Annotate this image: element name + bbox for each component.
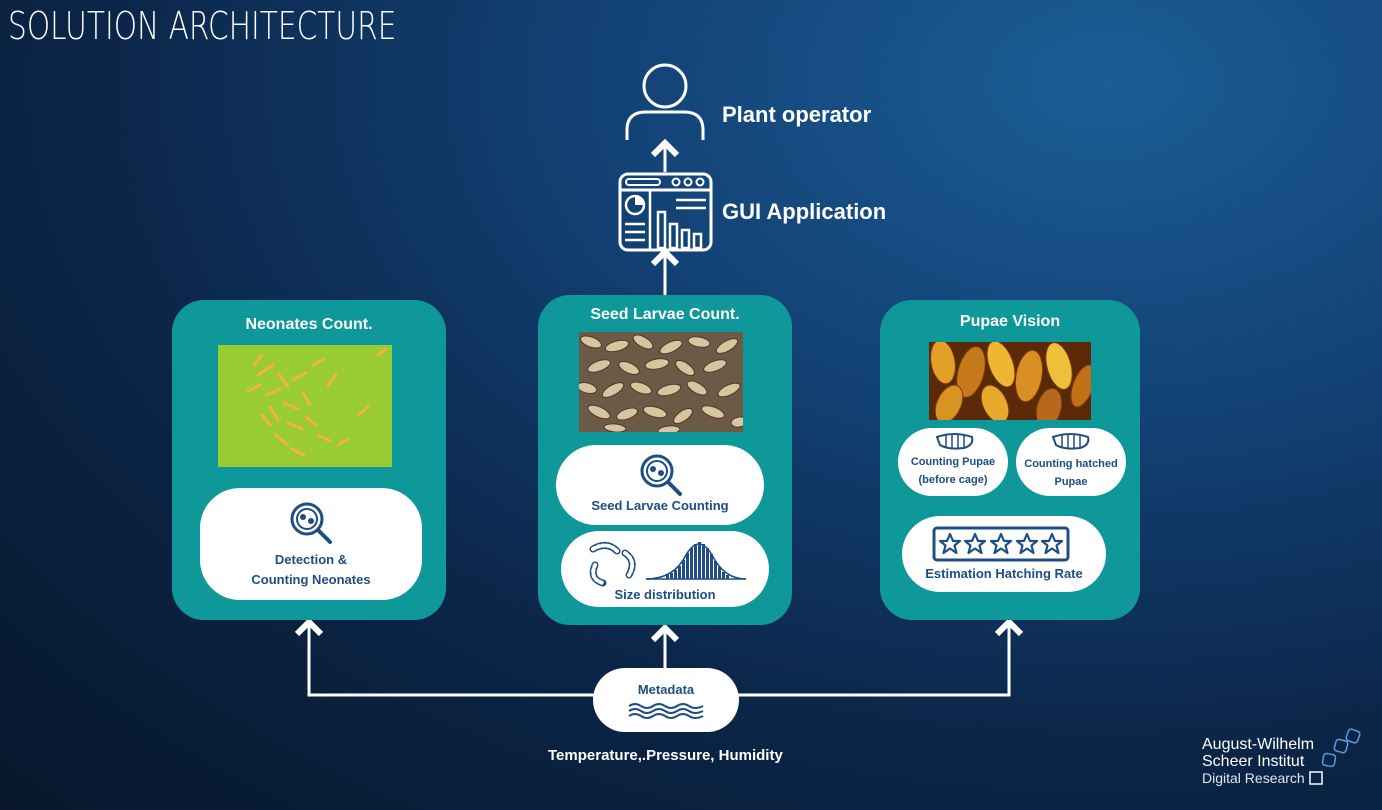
seed-larvae-photo [579, 332, 743, 432]
user-icon [624, 62, 706, 142]
estimation-hatching-rate-pill[interactable]: Estimation Hatching Rate [902, 516, 1106, 592]
larvae-icon [587, 541, 641, 589]
waves-icon [627, 702, 705, 720]
neonates-count-box[interactable]: Neonates Count. [172, 300, 446, 620]
magnifier-icon [638, 452, 684, 498]
estimation-hatching-rate-label: Estimation Hatching Rate [925, 566, 1083, 581]
pupae-title: Pupae Vision [959, 313, 1061, 330]
logo-line-2: Scheer Institut [1202, 753, 1305, 770]
counting-hatched-pupae-pill[interactable]: Counting hatched Pupae [1016, 428, 1126, 496]
dashboard-icon[interactable] [618, 172, 713, 252]
aws-institut-logo: August-Wilhelm Scheer Institut Digital R… [1202, 736, 1314, 787]
metadata-pill[interactable]: Metadata [593, 668, 739, 732]
size-distribution-pill[interactable]: Size distribution [561, 531, 769, 607]
pill-line-1: Detection & [274, 552, 348, 567]
metadata-caption: Temperature,.Pressure, Humidity [548, 747, 783, 764]
logo-squares-icon [1305, 728, 1365, 788]
pupa-icon [934, 431, 976, 451]
gui-application-label: GUI Application [722, 199, 887, 224]
size-distribution-label: Size distribution [614, 587, 716, 602]
pill-line-1: Counting Pupae [910, 456, 996, 468]
arrow-metadata-to-neonates [294, 617, 596, 697]
magnifier-icon [288, 500, 334, 546]
logo-line-1: August-Wilhelm [1202, 736, 1315, 753]
page-title: SOLUTION ARCHITECTURE [8, 4, 397, 48]
pill-line-2: (before cage) [918, 474, 988, 486]
neonates-photo [218, 345, 392, 467]
histogram-icon [644, 539, 748, 581]
stars-icon [932, 526, 1070, 562]
seed-larvae-counting-label: Seed Larvae Counting [591, 498, 729, 513]
neonates-title: Neonates Count. [245, 316, 373, 333]
counting-pupae-before-cage-pill[interactable]: Counting Pupae (before cage) [898, 428, 1008, 496]
seed-larvae-title: Seed Larvae Count. [590, 306, 740, 323]
seed-larvae-counting-pill[interactable]: Seed Larvae Counting [556, 445, 764, 525]
logo-line-3: Digital Research [1202, 770, 1305, 786]
plant-operator-label: Plant operator [722, 102, 872, 127]
pupae-photo [929, 342, 1091, 420]
pupa-icon [1050, 431, 1092, 451]
arrow-metadata-to-pupae [738, 617, 1024, 697]
seed-larvae-count-box[interactable]: Seed Larvae Count. [538, 295, 792, 625]
pupae-vision-box[interactable]: Pupae Vision Counting Pupae ( [880, 300, 1140, 620]
pill-line-2: Counting Neonates [251, 572, 371, 587]
pill-line-1: Counting hatched [1024, 458, 1118, 470]
pill-line-2: Pupae [1054, 476, 1088, 488]
metadata-label: Metadata [637, 682, 695, 697]
detection-counting-neonates-pill[interactable]: Detection & Counting Neonates [200, 488, 422, 600]
